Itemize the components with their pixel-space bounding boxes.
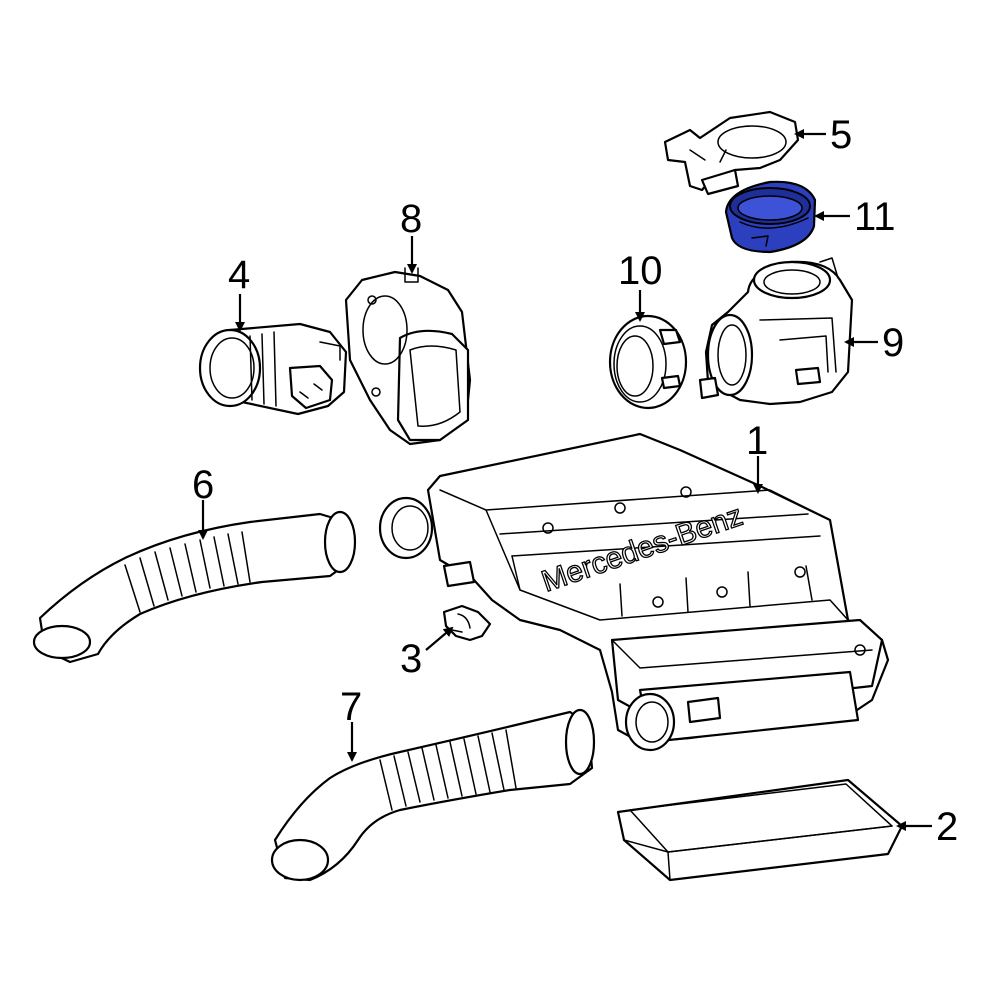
- label-9: 9: [882, 321, 904, 365]
- label-2: 2: [936, 805, 958, 849]
- label-8: 8: [400, 197, 422, 241]
- part-7-intake-hose[interactable]: [270, 708, 596, 882]
- label-10: 10: [618, 249, 663, 293]
- part-6-intake-hose[interactable]: [32, 510, 357, 664]
- label-4: 4: [228, 253, 250, 297]
- part-3-clip[interactable]: [442, 604, 492, 642]
- label-1: 1: [746, 419, 768, 463]
- part-11-seal-ring[interactable]: [724, 180, 817, 254]
- label-5: 5: [830, 113, 852, 157]
- label-6: 6: [192, 463, 214, 507]
- label-3: 3: [400, 637, 422, 681]
- part-9-intake-housing[interactable]: [698, 257, 854, 406]
- label-7: 7: [340, 685, 362, 729]
- part-2-air-filter-element[interactable]: [616, 778, 904, 882]
- label-11: 11: [854, 195, 896, 239]
- callout-leaders: [198, 129, 932, 831]
- part-1-air-filter-housing[interactable]: Mercedes-Benz: [378, 432, 890, 752]
- part-4-air-flow-sensor[interactable]: [198, 322, 348, 416]
- part-8-throttle-body[interactable]: [344, 267, 472, 446]
- part-5-bracket[interactable]: [663, 110, 800, 196]
- callout-labels: 1 2 3 4 5 6 7 8 9 10 11: [192, 113, 958, 849]
- part-10-clamp-ring[interactable]: [608, 314, 688, 410]
